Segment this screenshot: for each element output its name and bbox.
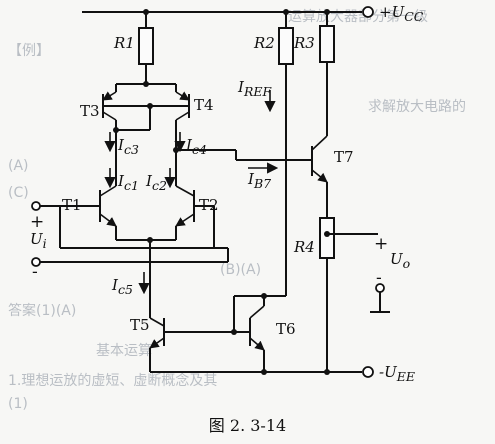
r1-label: R1 [114,34,135,52]
input-label: Ui [30,230,47,251]
r4-label: R4 [294,238,315,256]
vee-rail [150,366,374,378]
t7-label: T7 [334,148,354,166]
transistor-t7 [311,135,328,218]
ic2-label: Ic2 [146,172,167,193]
input-plus: + [30,212,45,232]
bg-text-6: (B)(A) [220,262,262,278]
t4-label: T4 [194,96,214,114]
t3-label: T3 [80,102,100,120]
ic3-label: Ic3 [118,136,139,157]
vee-terminal [362,366,374,378]
t1-label: T1 [62,196,82,214]
bg-text-2: 【例】 [8,43,50,59]
vee-label: -UEE [379,363,415,384]
output-minus: - [376,268,382,288]
ic1-label: Ic1 [118,172,139,193]
output-plus: + [374,234,389,254]
output-label: Uo [390,250,411,271]
vcc-label: +UCC [379,3,424,24]
vcc-terminal [362,6,374,18]
resistor-r1 [138,12,154,84]
output-port [327,233,390,313]
bg-text-8: 基本运算 [96,343,152,359]
bg-text-5: (C) [8,185,29,201]
ic4-label: Ic4 [186,136,207,157]
transistor-t1 [60,150,117,240]
vcc-rail [82,6,374,18]
resistor-r3 [319,12,335,136]
transistor-t3 [102,83,176,150]
bg-text-9: 1.理想运放的虚短、虚断概念及其 [8,373,218,389]
r3-label: R3 [294,34,315,52]
ic5-label: Ic5 [112,276,133,297]
bg-text-7: 答案(1)(A) [8,303,77,319]
bg-text-3: 求解放大电路的 [368,99,466,115]
transistor-t6 [231,293,286,372]
ib7-label: IB7 [248,170,272,191]
resistor-r2 [278,12,294,296]
diff-pair-tail [116,237,176,306]
t6-label: T6 [276,320,296,338]
r2-label: R2 [254,34,275,52]
t2-label: T2 [199,196,219,214]
transistor-t4 [143,81,190,150]
iref-label: IREF [238,78,272,99]
transistor-t2 [175,150,215,248]
resistor-r4 [319,217,335,372]
circuit-schematic [31,6,390,378]
figure-caption: 图 2. 3-14 [208,416,287,435]
t5-label: T5 [130,316,150,334]
input-port [31,201,229,267]
input-minus: - [32,262,38,282]
bg-text-10: (1) [8,396,28,412]
bg-text-4: (A) [8,158,29,174]
